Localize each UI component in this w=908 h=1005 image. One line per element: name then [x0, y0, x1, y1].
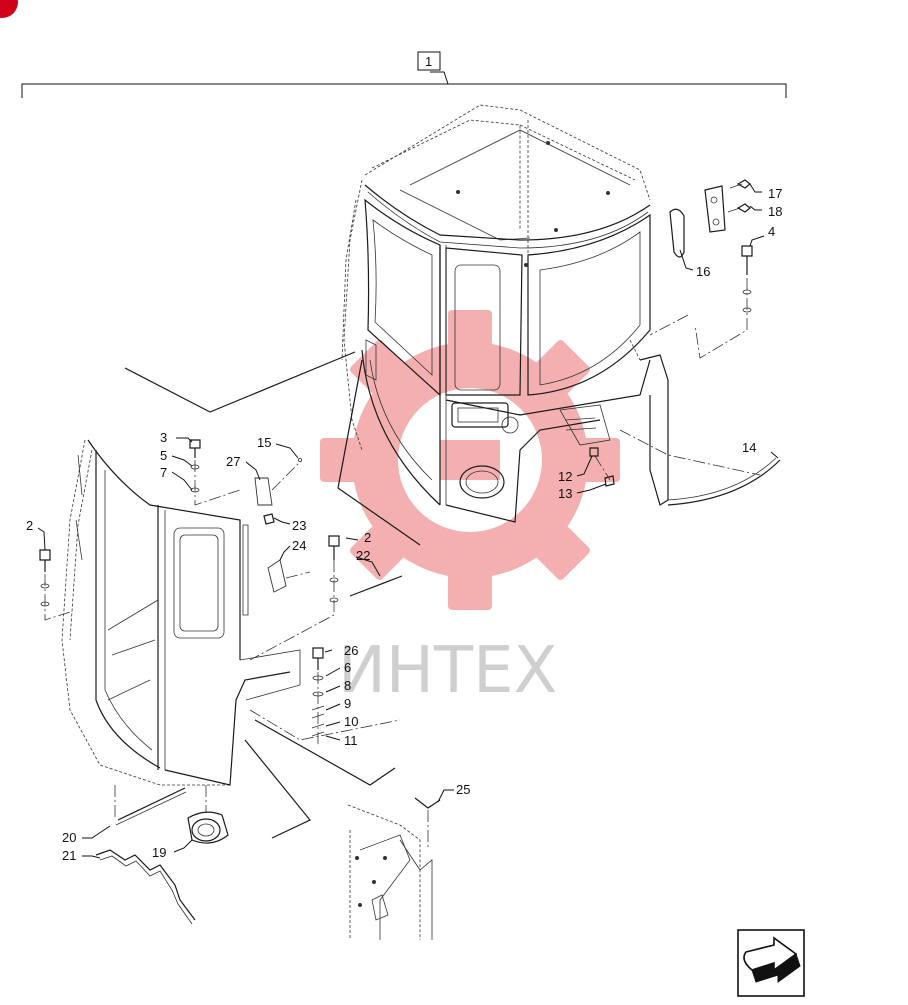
- door-assembly: [61, 439, 301, 786]
- callout-17: 17: [768, 186, 782, 201]
- corner-badge-icon: [0, 0, 18, 18]
- bolt-2-left: [39, 549, 71, 621]
- callout-13: 13: [558, 486, 572, 501]
- strip-21: [95, 849, 196, 921]
- callout-21: 21: [62, 848, 76, 863]
- knob-19: [187, 785, 229, 844]
- callout-6: 6: [344, 660, 351, 675]
- callout-26: 26: [344, 643, 358, 658]
- assembly-bracket: 1: [21, 51, 787, 98]
- cab-assembly: [341, 104, 669, 523]
- strip-20: [117, 787, 186, 821]
- watermark-gear-icon: [320, 310, 620, 610]
- callout-9: 9: [344, 696, 351, 711]
- seal-strip-14: [667, 459, 781, 506]
- callout-5: 5: [160, 448, 167, 463]
- callout-20: 20: [62, 830, 76, 845]
- callout-23: 23: [292, 518, 306, 533]
- callout-16: 16: [696, 264, 710, 279]
- clip-25: [414, 797, 441, 809]
- callout-1: 1: [425, 54, 432, 69]
- callout-14: 14: [742, 440, 756, 455]
- callout-22: 22: [356, 548, 370, 563]
- callout-8: 8: [344, 678, 351, 693]
- fastener-stack: [311, 647, 325, 745]
- callout-labels: 2 2 3 4 5 6 7 8 9 10 11 12 13 14 15 16 1…: [26, 186, 782, 863]
- callout-24: 24: [292, 538, 306, 553]
- bolt-group-3-5-7: [189, 439, 241, 506]
- callout-7: 7: [160, 465, 167, 480]
- callout-11: 11: [344, 733, 358, 748]
- screw-23: [263, 513, 275, 525]
- plate-24: [267, 559, 311, 593]
- callout-3: 3: [160, 430, 167, 445]
- callout-25: 25: [456, 782, 470, 797]
- plate-27: [254, 457, 302, 506]
- callout-15: 15: [257, 435, 271, 450]
- callout-27: 27: [226, 454, 240, 469]
- bolt-2-center: [249, 535, 340, 661]
- watermark-text: ИНТЕХ: [338, 634, 557, 708]
- bolt-group-12-13: [589, 447, 615, 487]
- callout-leaders: [37, 183, 779, 859]
- callout-4: 4: [768, 224, 775, 239]
- callout-12: 12: [558, 469, 572, 484]
- callout-18: 18: [768, 204, 782, 219]
- callout-10: 10: [344, 714, 358, 729]
- callout-2-left: 2: [26, 518, 33, 533]
- strip-22: [349, 575, 403, 597]
- floor-frame: [347, 804, 433, 940]
- next-page-arrow-icon[interactable]: [737, 929, 805, 997]
- callout-2-center: 2: [364, 530, 371, 545]
- callout-19: 19: [152, 845, 166, 860]
